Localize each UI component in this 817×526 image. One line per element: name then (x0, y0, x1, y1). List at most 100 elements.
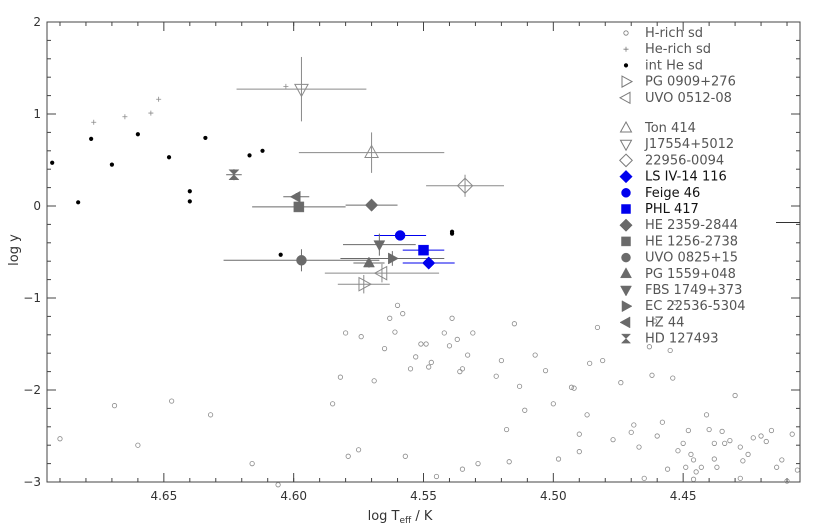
legend-marker-hz-44-shape (619, 316, 631, 329)
legend-marker-feige-46-shape (621, 188, 631, 198)
legend-marker-he-2359-2844 (619, 218, 633, 232)
point-h-rich-sd-shape (768, 427, 775, 434)
point-h-rich-sd (683, 464, 689, 470)
point-h-rich-sd (446, 343, 453, 349)
point-h-rich-sd-shape (740, 458, 746, 464)
point-ls-iv-14-116 (422, 256, 436, 270)
point-h-rich-sd-shape (688, 451, 694, 457)
point-int-he-sd-shape (260, 148, 265, 153)
point-h-rich-sd-shape (789, 431, 795, 437)
point-h-rich-sd-shape (654, 433, 660, 439)
point-uvo-0512-08 (373, 265, 388, 281)
point-h-rich-sd (371, 378, 377, 384)
point-h-rich-sd (465, 352, 471, 358)
legend-marker-22956-0094 (619, 153, 633, 168)
legend-marker-uvo-0512-08-shape (618, 91, 631, 105)
point-h-rich-sd (381, 345, 388, 352)
point-h-rich-sd (413, 354, 419, 360)
point-h-rich-sd-shape (685, 427, 691, 434)
point-h-rich-sd-shape (779, 457, 785, 463)
point-h-rich-sd (387, 315, 393, 321)
point-h-rich-sd-shape (135, 442, 141, 448)
point-h-rich-sd (400, 311, 406, 317)
legend-marker-hz-44 (619, 316, 631, 329)
point-hd-127493 (228, 169, 240, 180)
point-int-he-sd (187, 199, 192, 204)
point-h-rich-sd-shape (576, 431, 582, 437)
point-h-rich-sd-shape (381, 345, 388, 352)
point-phl-417 (418, 244, 429, 256)
point-int-he-sd (247, 153, 252, 158)
point-h-rich-sd (358, 334, 364, 340)
legend-marker-he-2359-2844-shape (619, 218, 633, 232)
point-h-rich-sd-shape (433, 473, 440, 480)
point-h-rich-sd (423, 341, 429, 347)
point-h-rich-sd-shape (690, 457, 697, 463)
point-int-he-sd (260, 148, 265, 153)
point-pg-0909-276 (358, 276, 373, 292)
point-h-rich-sd (641, 475, 647, 481)
point-hd-127493-shape (228, 169, 240, 180)
point-h-rich-sd-shape (641, 475, 647, 481)
legend-marker-he-rich-sd-shape (623, 46, 629, 52)
legend-marker-uvo-0825-15-shape (621, 252, 631, 263)
point-h-rich-sd-shape (449, 315, 455, 321)
point-h-rich-sd-shape (680, 440, 686, 446)
legend-marker-ls-iv-14-116 (619, 169, 633, 184)
legend-label-pg-1559-048: PG 1559+048 (645, 267, 736, 282)
point-h-rich-sd (631, 422, 637, 428)
point-h-rich-sd-shape (441, 330, 447, 336)
point-h-rich-sd (169, 398, 175, 404)
point-h-rich-sd-shape (426, 364, 432, 370)
point-he-rich-sd-shape (91, 119, 97, 125)
point-h-rich-sd (646, 344, 653, 350)
point-h-rich-sd-shape (774, 464, 780, 470)
point-h-rich-sd-shape (555, 456, 562, 462)
point-h-rich-sd-shape (703, 412, 710, 418)
point-h-rich-sd-shape (693, 469, 699, 475)
point-int-he-sd (203, 135, 208, 141)
legend-marker-he-1256-2738-shape (621, 236, 631, 247)
point-h-rich-sd-shape (594, 324, 601, 331)
point-h-rich-sd-shape (57, 436, 63, 442)
point-h-rich-sd (568, 384, 575, 390)
point-h-rich-sd-shape (737, 475, 743, 481)
point-int-he-sd (278, 252, 283, 257)
point-h-rich-sd-shape (737, 444, 743, 450)
point-h-rich-sd (664, 466, 671, 472)
point-h-rich-sd (667, 347, 673, 354)
point-h-rich-sd-shape (683, 464, 689, 470)
point-h-rich-sd (506, 459, 512, 465)
point-h-rich-sd (428, 359, 434, 365)
point-h-rich-sd-shape (207, 412, 214, 418)
point-h-rich-sd-shape (587, 360, 593, 366)
point-h-rich-sd (722, 440, 728, 446)
point-int-he-sd (109, 162, 115, 167)
point-h-rich-sd-shape (670, 375, 676, 381)
legend-label-fbs-1749-373: FBS 1749+373 (645, 283, 742, 298)
point-h-rich-sd (587, 360, 593, 366)
point-int-he-sd-shape (135, 132, 140, 137)
legend-marker-j17554-5012-shape (619, 139, 633, 152)
legend-label-hd-127493: HD 127493 (645, 332, 719, 347)
point-int-he-sd (166, 155, 172, 160)
y-tick-label: −3 (23, 475, 41, 489)
point-h-rich-sd (457, 368, 463, 375)
point-h-rich-sd-shape (454, 336, 460, 342)
legend-marker-h-rich-sd-shape (623, 30, 629, 36)
point-h-rich-sd (600, 357, 606, 364)
point-h-rich-sd-shape (600, 357, 606, 364)
point-h-rich-sd-shape (400, 311, 406, 317)
point-h-rich-sd-shape (667, 347, 673, 354)
legend-marker-int-he-sd-shape (623, 63, 629, 68)
point-h-rich-sd-shape (111, 403, 118, 409)
point-h-rich-sd-shape (358, 334, 364, 340)
point-h-rich-sd-shape (402, 453, 408, 459)
point-h-rich-sd-shape (542, 368, 549, 374)
point-h-rich-sd (392, 329, 398, 335)
point-j17554-5012-shape (294, 83, 309, 98)
point-ls-iv-14-116-shape (422, 256, 436, 270)
point-h-rich-sd-shape (459, 366, 466, 372)
x-tick-label: 4.55 (410, 489, 437, 503)
legend-marker-phl-417-shape (621, 204, 631, 214)
